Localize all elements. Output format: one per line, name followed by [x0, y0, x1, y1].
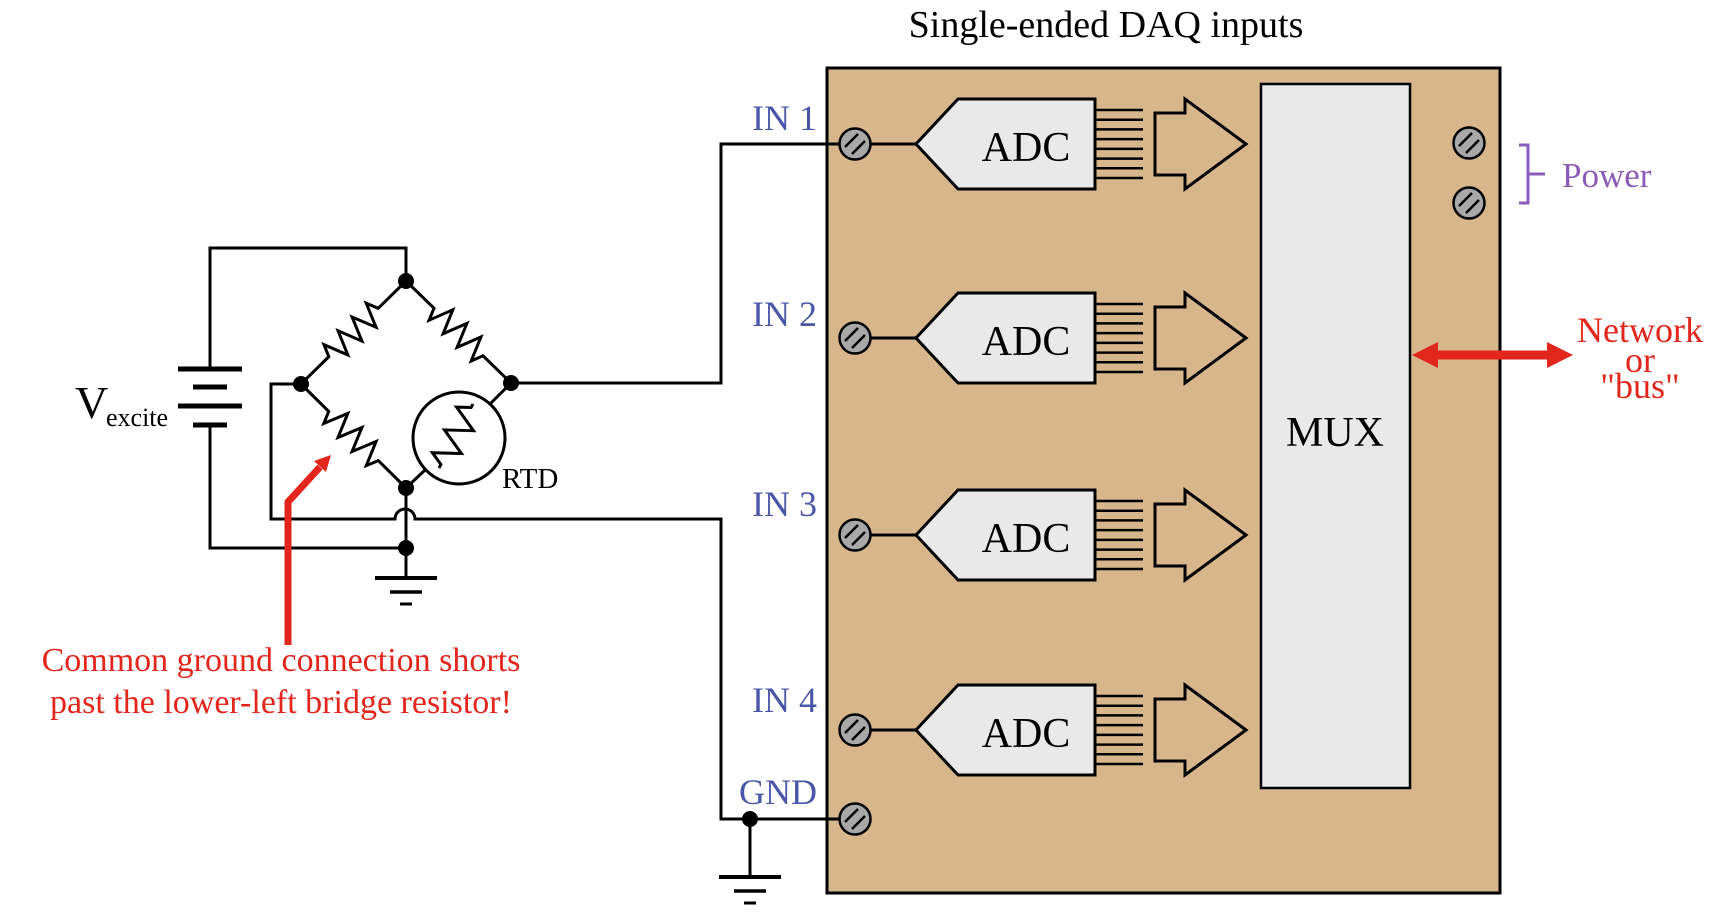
- rtd-circle: [411, 390, 507, 486]
- network-arrowhead-right: [1547, 342, 1573, 368]
- mux-block: [1259, 82, 1412, 790]
- adc-block-2: [913, 291, 1097, 385]
- data-flow-arrow-4: [1153, 682, 1249, 778]
- bridge-resistor-lower-left: [299, 382, 408, 490]
- vexcite-label: V: [75, 377, 108, 428]
- junction-dot-5: [398, 540, 414, 556]
- power-terminal-screw-1-slot1: [1458, 132, 1473, 147]
- power-terminal-screw-1-slot2: [1465, 139, 1480, 154]
- bridge-resistor-upper-left: [299, 279, 408, 386]
- wire-battery-to-ground-node: [208, 425, 406, 550]
- annotation-arrow-line: [284, 464, 323, 645]
- adc-label-3: ADC: [982, 516, 1071, 562]
- annotation-arrowhead: [314, 455, 331, 472]
- input-terminal-screw-in2-slot2: [851, 334, 866, 349]
- annotation-line2: past the lower-left bridge resistor!: [50, 684, 512, 721]
- input-label-in3: IN 3: [752, 484, 817, 524]
- wire-bridge-output-to-in1: [511, 142, 855, 385]
- wire-battery-to-bridge-top: [208, 246, 408, 369]
- input-terminal-screw-in3-slot1: [844, 524, 859, 539]
- bridge-resistor-upper-right: [404, 279, 513, 385]
- input-terminal-screw-in4-slot2: [851, 726, 866, 741]
- input-terminal-screw-in4: [838, 713, 872, 747]
- input-terminal-screw-in3-slot2: [851, 531, 866, 546]
- adc-label-1: ADC: [982, 125, 1071, 171]
- rtd-resistor-element: [429, 403, 477, 469]
- power-terminal-screw-1: [1452, 126, 1486, 160]
- junction-dot-1: [398, 273, 414, 289]
- power-terminal-screw-2: [1452, 186, 1486, 220]
- junction-dot-6: [742, 811, 758, 827]
- network-label-line1: Network: [1577, 310, 1703, 350]
- network-arrowhead-left: [1412, 342, 1438, 368]
- power-terminal-screw-2-slot2: [1465, 199, 1480, 214]
- power-bracket: [1519, 143, 1545, 205]
- network-label-line2: or: [1625, 340, 1655, 380]
- adc-label-4: ADC: [982, 711, 1071, 757]
- schematic-labels: Single-ended DAQ inputs IN 1 IN 2 IN 3 I…: [42, 4, 1703, 812]
- junction-dot-4: [398, 480, 414, 496]
- input-label-in4: IN 4: [752, 680, 817, 720]
- wire-common-ground-short: [269, 382, 855, 821]
- power-label: Power: [1562, 156, 1652, 195]
- data-flow-arrow-3: [1153, 487, 1249, 583]
- adc-label-2: ADC: [982, 319, 1071, 365]
- junction-dot-3: [503, 375, 519, 391]
- input-terminal-screw-in1: [838, 127, 872, 161]
- input-terminal-screw-in1-slot1: [844, 133, 859, 148]
- adc-block-4: [913, 683, 1097, 777]
- input-label-in2: IN 2: [752, 294, 817, 334]
- network-label-line3: "bus": [1600, 366, 1679, 406]
- diagram-title: Single-ended DAQ inputs: [909, 4, 1304, 46]
- power-terminal-screw-2-slot1: [1458, 192, 1473, 207]
- input-terminal-screw-in2-slot1: [844, 327, 859, 342]
- mux-label: MUX: [1286, 410, 1384, 456]
- schematic-shapes: [178, 66, 1573, 905]
- annotation-line1: Common ground connection shorts: [42, 642, 521, 679]
- adc-block-1: [913, 97, 1097, 191]
- gnd-terminal-screw-slot1: [844, 808, 859, 823]
- rtd-label: RTD: [502, 463, 558, 495]
- vexcite-subscript: excite: [106, 403, 168, 432]
- adc-block-3: [913, 488, 1097, 582]
- input-terminal-screw-in1-slot2: [851, 140, 866, 155]
- input-terminal-screw-in2: [838, 321, 872, 355]
- input-label-in1: IN 1: [752, 98, 817, 138]
- input-terminal-screw-in4-slot1: [844, 719, 859, 734]
- input-terminal-screw-in3: [838, 518, 872, 552]
- gnd-terminal-screw-slot2: [851, 815, 866, 830]
- gnd-label: GND: [739, 772, 817, 812]
- junction-dot-2: [293, 376, 309, 392]
- data-flow-arrow-2: [1153, 290, 1249, 386]
- data-flow-arrow-1: [1153, 96, 1249, 192]
- gnd-terminal-screw: [838, 802, 872, 836]
